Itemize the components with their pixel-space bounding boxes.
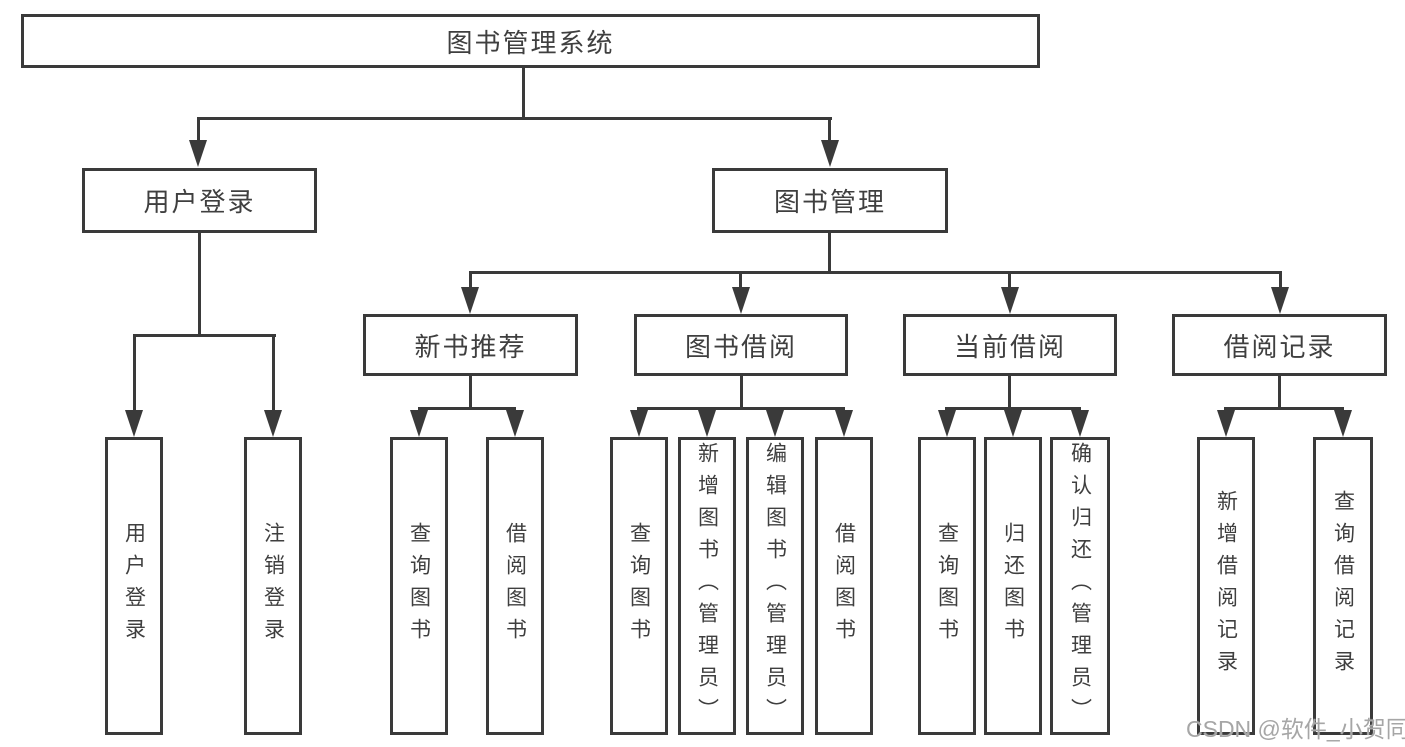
node-return-books-label: 归还图书 — [1001, 522, 1025, 650]
connector-hline — [418, 407, 516, 410]
connector-vline — [828, 117, 831, 142]
node-search-borrow-record: 查询借阅记录 — [1313, 437, 1373, 735]
arrow-down-icon — [630, 410, 648, 437]
node-search-books-c-label: 查询图书 — [935, 522, 959, 650]
node-book-borrow: 图书借阅 — [634, 314, 848, 376]
connector-vline — [740, 376, 743, 409]
arrow-down-icon — [264, 410, 282, 437]
node-search-books-b-label: 查询图书 — [627, 522, 651, 650]
node-add-book-admin: 新增图书（管理员） — [678, 437, 736, 735]
node-borrow-books-a-label: 借阅图书 — [503, 522, 527, 650]
arrow-down-icon — [835, 410, 853, 437]
node-borrow-records: 借阅记录 — [1172, 314, 1387, 376]
arrow-down-icon — [1334, 410, 1352, 437]
node-library-system-label: 图书管理系统 — [446, 27, 615, 58]
arrow-down-icon — [461, 287, 479, 314]
node-search-books-a: 查询图书 — [390, 437, 448, 735]
node-search-books-c: 查询图书 — [918, 437, 976, 735]
node-current-borrow: 当前借阅 — [903, 314, 1117, 376]
node-logout: 注销登录 — [244, 437, 302, 735]
node-borrow-books-b-label: 借阅图书 — [832, 522, 856, 650]
node-confirm-return-admin-label: 确认归还（管理员） — [1068, 442, 1092, 730]
node-user-login-action: 用户登录 — [105, 437, 163, 735]
node-book-management: 图书管理 — [712, 168, 948, 233]
node-library-system: 图书管理系统 — [21, 14, 1040, 68]
arrow-down-icon — [1217, 410, 1235, 437]
connector-hline — [945, 407, 1081, 410]
connector-vline — [828, 232, 831, 273]
arrow-down-icon — [125, 410, 143, 437]
connector-hline — [637, 407, 845, 410]
arrow-down-icon — [766, 410, 784, 437]
csdn-watermark: CSDN @软件_小贺同学 — [1186, 716, 1405, 742]
connector-hline — [469, 271, 1282, 274]
node-search-books-b: 查询图书 — [610, 437, 668, 735]
connector-vline — [272, 334, 275, 412]
connector-vline — [1279, 271, 1282, 289]
arrow-down-icon — [410, 410, 428, 437]
node-edit-book-admin-label: 编辑图书（管理员） — [763, 442, 787, 730]
node-new-book-recommend: 新书推荐 — [363, 314, 578, 376]
node-add-book-admin-label: 新增图书（管理员） — [695, 442, 719, 730]
node-book-borrow-label: 图书借阅 — [684, 331, 797, 362]
arrow-down-icon — [821, 140, 839, 167]
node-borrow-books-a: 借阅图书 — [486, 437, 544, 735]
connector-hline — [1224, 407, 1344, 410]
arrow-down-icon — [938, 410, 956, 437]
node-return-books: 归还图书 — [984, 437, 1042, 735]
node-book-management-label: 图书管理 — [773, 187, 886, 217]
arrow-down-icon — [1004, 410, 1022, 437]
connector-hline — [133, 334, 276, 337]
connector-vline — [1008, 271, 1011, 289]
node-user-login-action-label: 用户登录 — [122, 522, 146, 650]
connector-vline — [1008, 376, 1011, 409]
node-confirm-return-admin: 确认归还（管理员） — [1050, 437, 1110, 735]
node-edit-book-admin: 编辑图书（管理员） — [746, 437, 804, 735]
connector-vline — [198, 233, 201, 336]
node-user-login: 用户登录 — [82, 168, 317, 233]
arrow-down-icon — [1001, 287, 1019, 314]
arrow-down-icon — [1271, 287, 1289, 314]
node-current-borrow-label: 当前借阅 — [953, 331, 1066, 362]
connector-vline — [1278, 376, 1281, 409]
node-user-login-label: 用户登录 — [143, 187, 256, 217]
node-search-books-a-label: 查询图书 — [407, 522, 431, 650]
node-borrow-books-b: 借阅图书 — [815, 437, 873, 735]
arrow-down-icon — [189, 140, 207, 167]
arrow-down-icon — [698, 410, 716, 437]
connector-hline — [197, 117, 832, 120]
arrow-down-icon — [506, 410, 524, 437]
connector-vline — [739, 271, 742, 289]
connector-vline — [469, 271, 472, 289]
connector-vline — [197, 117, 200, 142]
node-search-borrow-record-label: 查询借阅记录 — [1331, 490, 1355, 682]
connector-vline — [133, 334, 136, 412]
node-borrow-records-label: 借阅记录 — [1223, 331, 1336, 362]
connector-vline — [469, 376, 472, 409]
node-new-book-recommend-label: 新书推荐 — [414, 331, 527, 362]
node-add-borrow-record: 新增借阅记录 — [1197, 437, 1255, 735]
node-logout-label: 注销登录 — [261, 522, 285, 650]
arrow-down-icon — [732, 287, 750, 314]
node-add-borrow-record-label: 新增借阅记录 — [1214, 490, 1238, 682]
connector-vline — [522, 68, 525, 119]
arrow-down-icon — [1071, 410, 1089, 437]
